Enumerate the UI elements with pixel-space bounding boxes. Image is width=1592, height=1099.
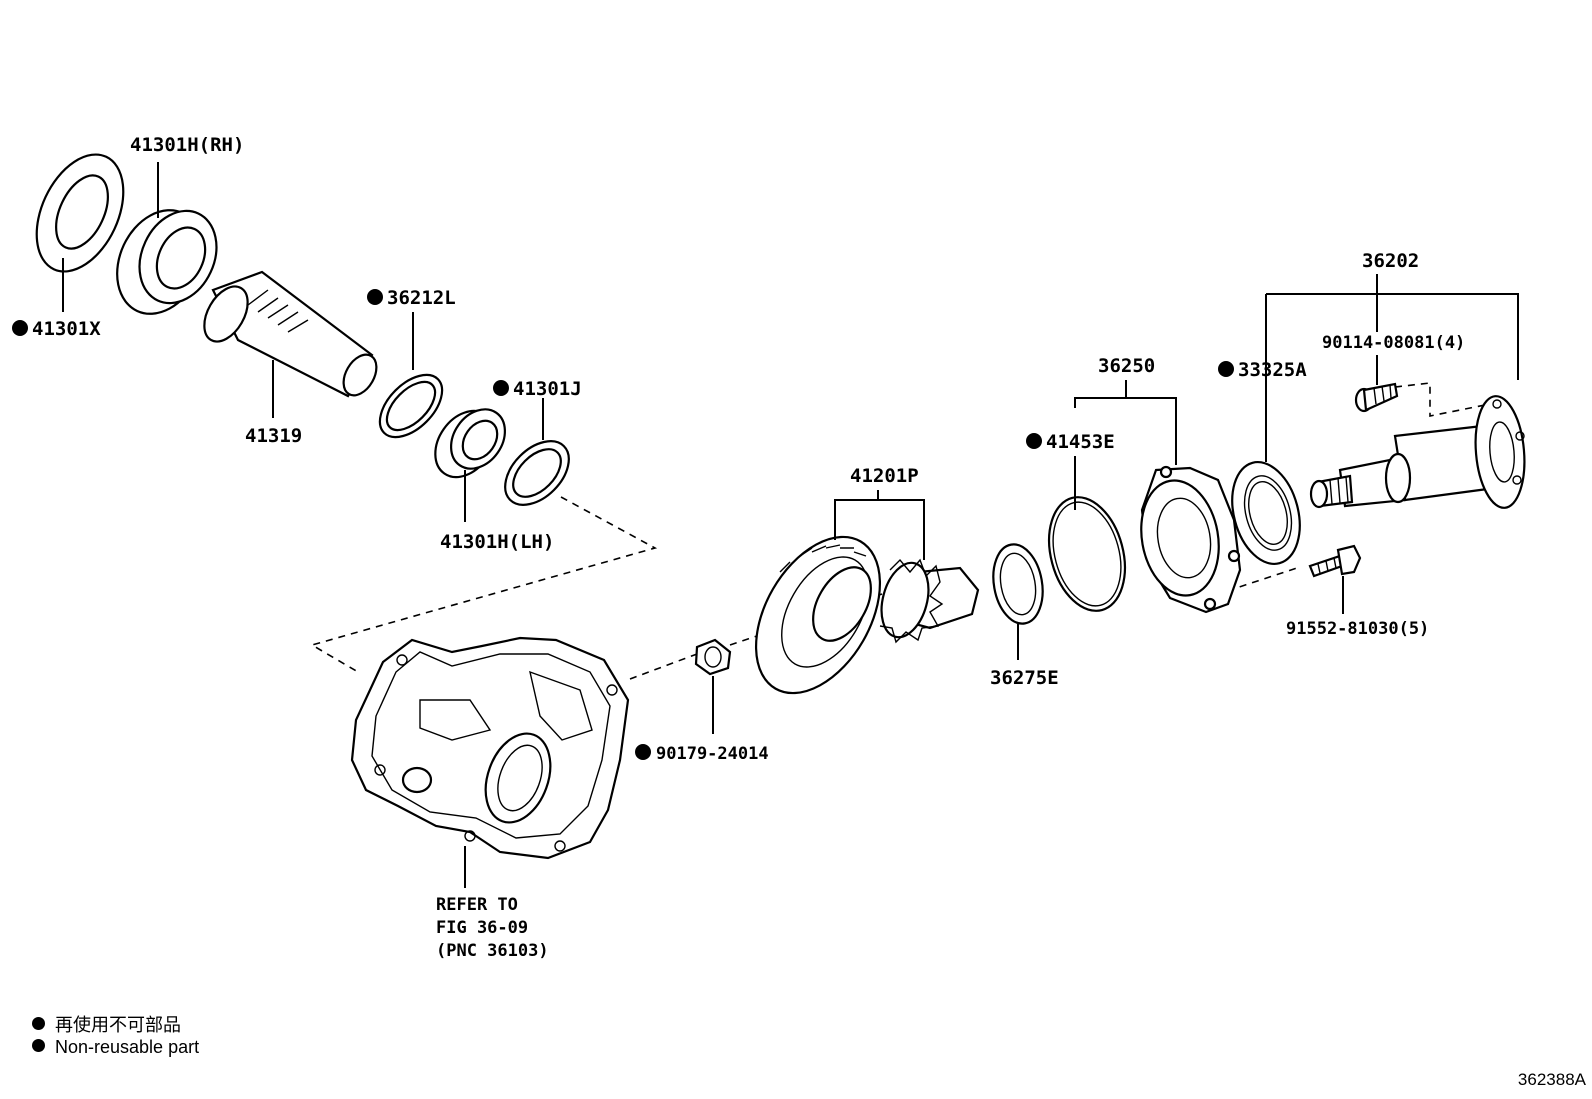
part-36212L-snap-ring bbox=[378, 373, 444, 439]
label-41301J: 41301J bbox=[513, 378, 582, 400]
label-41301H-RH: 41301H(RH) bbox=[130, 134, 244, 156]
label-33325A: 33325A bbox=[1238, 359, 1307, 381]
part-41301J-shim bbox=[504, 440, 570, 506]
label-36202: 36202 bbox=[1362, 250, 1419, 272]
part-41319-shaft bbox=[203, 270, 378, 398]
refer-text-line-2: FIG 36-09 bbox=[436, 918, 528, 938]
bullet-icon bbox=[32, 1017, 45, 1030]
bullet-icon bbox=[32, 1039, 45, 1052]
part-36250-retainer bbox=[1140, 465, 1242, 614]
bracket-36202 bbox=[1266, 293, 1519, 380]
non-reusable-bullet bbox=[635, 744, 651, 760]
label-90179-24014: 90179-24014 bbox=[656, 744, 769, 764]
label-36250: 36250 bbox=[1098, 355, 1155, 377]
legend-item-english: Non-reusable part bbox=[32, 1037, 199, 1058]
label-36212L: 36212L bbox=[387, 287, 456, 309]
part-33325A-oil-seal bbox=[1231, 460, 1301, 566]
alignment-line-center bbox=[629, 650, 706, 680]
part-41201P-ring-gear bbox=[754, 535, 882, 695]
label-41453E: 41453E bbox=[1046, 431, 1115, 453]
label-41319: 41319 bbox=[245, 425, 302, 447]
non-reusable-bullet bbox=[1026, 433, 1042, 449]
part-41301H-LH-bearing bbox=[434, 408, 506, 479]
label-41301X: 41301X bbox=[32, 318, 101, 340]
non-reusable-bullet bbox=[367, 289, 383, 305]
label-90114-08081: 90114-08081(4) bbox=[1322, 333, 1465, 353]
part-41301H-RH-bearing bbox=[116, 209, 218, 315]
non-reusable-bullet bbox=[12, 320, 28, 336]
part-90114-08081-bolt bbox=[1354, 382, 1399, 413]
label-36275E: 36275E bbox=[990, 667, 1059, 689]
figure-id: 362388A bbox=[1517, 1070, 1586, 1089]
refer-text-line-1: REFER TO bbox=[436, 895, 518, 915]
part-90179-24014-nut bbox=[694, 638, 732, 676]
part-91552-81030-bolt bbox=[1308, 544, 1362, 578]
legend-text-english: Non-reusable part bbox=[55, 1037, 200, 1057]
part-36275E-shim bbox=[992, 543, 1044, 625]
part-36202-output-shaft bbox=[1309, 395, 1526, 509]
non-reusable-bullet bbox=[1218, 361, 1234, 377]
part-transfer-case-housing bbox=[350, 636, 630, 860]
alignment-line-left bbox=[309, 496, 658, 673]
non-reusable-bullet bbox=[493, 380, 509, 396]
alignment-line-bolt bbox=[1394, 382, 1501, 417]
refer-text-line-3: (PNC 36103) bbox=[436, 941, 549, 961]
label-41201P: 41201P bbox=[850, 465, 919, 487]
label-41301H-LH: 41301H(LH) bbox=[440, 531, 554, 553]
part-41201P-pinion-gear bbox=[879, 558, 980, 644]
part-41301X-washer bbox=[35, 153, 125, 273]
label-91552-81030: 91552-81030(5) bbox=[1286, 619, 1429, 639]
bracket-41201P bbox=[834, 499, 925, 560]
part-41453E-o-ring bbox=[1048, 496, 1126, 612]
legend-text-japanese: 再使用不可部品 bbox=[55, 1015, 181, 1035]
legend-item-japanese: 再使用不可部品 bbox=[32, 1011, 181, 1037]
